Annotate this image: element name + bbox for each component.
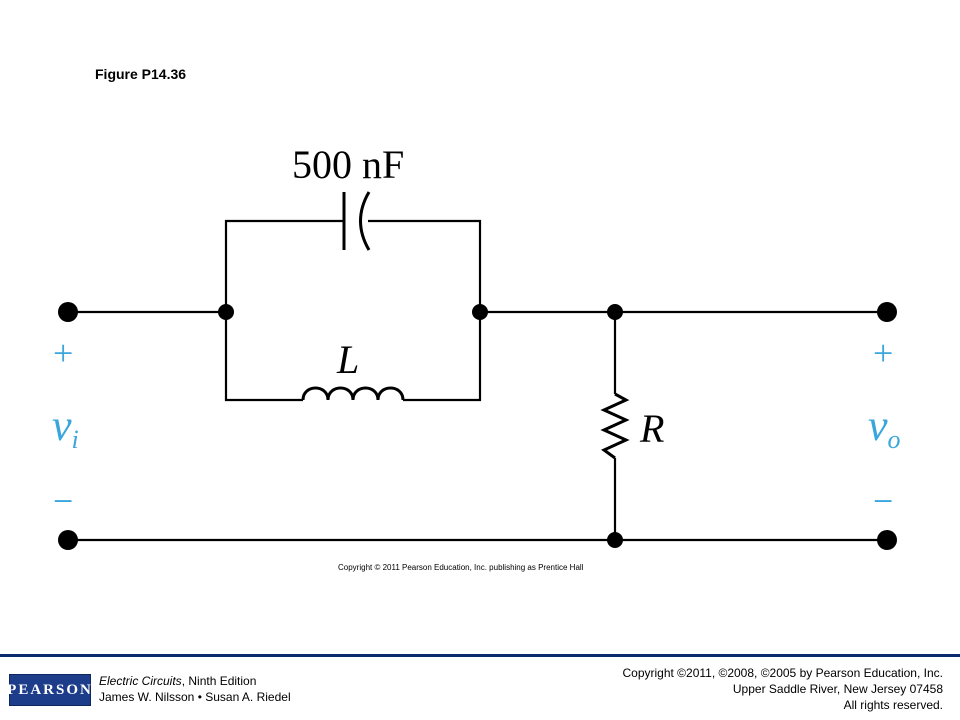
output-terminal-top (877, 302, 897, 322)
figure-title: Figure P14.36 (95, 66, 187, 82)
footer-copyright: Copyright ©2011, ©2008, ©2005 by Pearson… (622, 665, 943, 713)
inductor-symbol (301, 386, 405, 401)
circuit-diagram: 500 nF L R + vi − + vo − Copyright © 201… (52, 142, 901, 572)
input-minus-sign: − (53, 481, 73, 521)
output-terminal-bottom (877, 530, 897, 550)
input-voltage-label: vi (52, 401, 79, 454)
wire-cap-right (368, 219, 482, 312)
circuit-nodes (58, 302, 897, 550)
resistor-label: R (639, 406, 664, 451)
node-d (607, 532, 623, 548)
copyright-line-3: All rights reserved. (843, 698, 943, 712)
book-info: Electric Circuits, Ninth Edition James W… (99, 673, 291, 705)
input-terminal-bottom (58, 530, 78, 550)
wire-ind-left (224, 312, 303, 402)
wire-cap-left (224, 219, 344, 312)
capacitor-label: 500 nF (292, 142, 404, 187)
pearson-logo: PEARSON (7, 674, 91, 706)
output-voltage-label: vo (868, 401, 901, 454)
wire-ind-right (403, 312, 482, 402)
book-title: Electric Circuits (99, 674, 182, 688)
output-plus-sign: + (873, 333, 893, 373)
circuit-wires (68, 219, 887, 542)
output-minus-sign: − (873, 481, 893, 521)
resistor-symbol (600, 392, 630, 460)
capacitor-symbol (342, 191, 371, 251)
copyright-line-1: Copyright ©2011, ©2008, ©2005 by Pearson… (622, 666, 943, 680)
book-title-line: Electric Circuits, Ninth Edition (99, 673, 291, 689)
input-plus-sign: + (53, 333, 73, 373)
node-a (218, 304, 234, 320)
inductor-label: L (336, 337, 359, 382)
image-copyright: Copyright © 2011 Pearson Education, Inc.… (338, 563, 584, 572)
book-edition: , Ninth Edition (181, 674, 257, 688)
input-terminal-top (58, 302, 78, 322)
node-c (607, 304, 623, 320)
footer-rule (0, 654, 960, 657)
node-b (472, 304, 488, 320)
book-authors: James W. Nilsson • Susan A. Riedel (99, 690, 291, 704)
copyright-line-2: Upper Saddle River, New Jersey 07458 (732, 682, 943, 696)
